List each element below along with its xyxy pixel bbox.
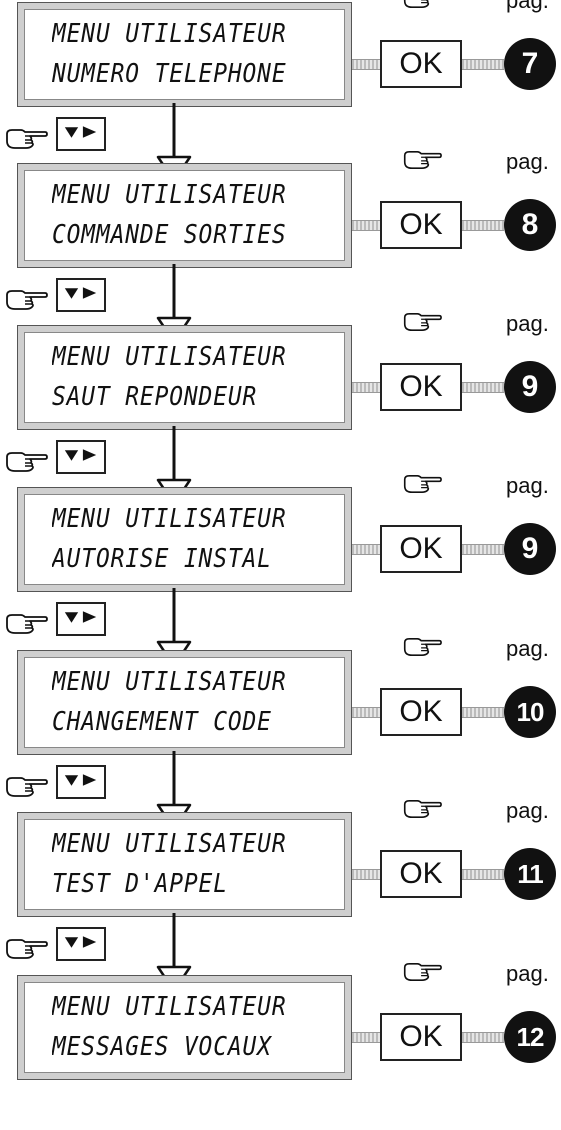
lcd-line-2: TEST D'APPEL	[52, 869, 228, 899]
next-step-instruction	[0, 588, 561, 668]
lcd-line-1: MENU UTILISATEUR	[52, 667, 287, 697]
down-right-arrows-icon	[62, 607, 100, 632]
lcd-line-1: MENU UTILISATEUR	[52, 19, 287, 49]
ok-button[interactable]: OK	[380, 850, 462, 898]
page-label: pag.	[506, 311, 549, 336]
ok-button[interactable]: OK	[380, 40, 462, 88]
lcd-ok-connector	[352, 869, 380, 880]
next-key-button[interactable]	[56, 440, 106, 474]
ok-button[interactable]: OK	[380, 688, 462, 736]
next-key-button[interactable]	[56, 927, 106, 961]
pointing-hand-icon	[4, 612, 48, 636]
next-step-instruction	[0, 103, 561, 183]
menu-step: MENU UTILISATEUR AUTORISE INSTAL OK pag. 9	[0, 473, 561, 668]
ok-page-connector	[462, 707, 504, 718]
pointing-hand-icon	[402, 473, 442, 495]
pointing-hand-icon	[402, 961, 442, 983]
next-key-button[interactable]	[56, 117, 106, 151]
lcd-display: MENU UTILISATEUR COMMANDE SORTIES	[17, 163, 352, 268]
page-number-badge: 9	[504, 361, 556, 413]
lcd-display: MENU UTILISATEUR NUMERO TELEPHONE	[17, 2, 352, 107]
pointing-hand-icon	[402, 311, 442, 333]
pointing-hand-icon	[4, 775, 48, 799]
lcd-ok-connector	[352, 382, 380, 393]
next-key-button[interactable]	[56, 765, 106, 799]
ok-page-connector	[462, 220, 504, 231]
page-number-badge: 10	[504, 686, 556, 738]
pointing-hand-icon	[402, 0, 442, 10]
next-key-button[interactable]	[56, 602, 106, 636]
pointing-hand-icon	[402, 149, 442, 171]
page-number-badge: 7	[504, 38, 556, 90]
next-key-button[interactable]	[56, 278, 106, 312]
menu-step: MENU UTILISATEUR TEST D'APPEL OK pag. 11	[0, 798, 561, 993]
next-step-instruction	[0, 913, 561, 993]
next-step-instruction	[0, 264, 561, 344]
page-number-badge: 9	[504, 523, 556, 575]
lcd-line-1: MENU UTILISATEUR	[52, 342, 287, 372]
menu-step: MENU UTILISATEUR NUMERO TELEPHONE OK pag. 7	[0, 0, 561, 183]
lcd-ok-connector	[352, 707, 380, 718]
lcd-display: MENU UTILISATEUR MESSAGES VOCAUX	[17, 975, 352, 1080]
next-step-instruction	[0, 751, 561, 831]
down-right-arrows-icon	[62, 122, 100, 147]
down-right-arrows-icon	[62, 932, 100, 957]
page-number-badge: 8	[504, 199, 556, 251]
ok-button[interactable]: OK	[380, 363, 462, 411]
page-number-badge: 11	[504, 848, 556, 900]
ok-button[interactable]: OK	[380, 525, 462, 573]
ok-button[interactable]: OK	[380, 1013, 462, 1061]
pointing-hand-icon	[4, 937, 48, 961]
ok-page-connector	[462, 869, 504, 880]
lcd-display: MENU UTILISATEUR SAUT REPONDEUR	[17, 325, 352, 430]
lcd-line-2: SAUT REPONDEUR	[52, 382, 258, 412]
lcd-line-2: CHANGEMENT CODE	[52, 707, 272, 737]
lcd-line-1: MENU UTILISATEUR	[52, 829, 287, 859]
menu-step: MENU UTILISATEUR CHANGEMENT CODE OK pag. 10	[0, 636, 561, 831]
ok-page-connector	[462, 382, 504, 393]
lcd-display: MENU UTILISATEUR CHANGEMENT CODE	[17, 650, 352, 755]
lcd-line-2: MESSAGES VOCAUX	[52, 1032, 272, 1062]
pointing-hand-icon	[4, 127, 48, 151]
lcd-line-1: MENU UTILISATEUR	[52, 180, 287, 210]
ok-page-connector	[462, 1032, 504, 1043]
page-number-badge: 12	[504, 1011, 556, 1063]
lcd-ok-connector	[352, 544, 380, 555]
pointing-hand-icon	[402, 636, 442, 658]
next-step-instruction	[0, 426, 561, 506]
lcd-line-2: AUTORISE INSTAL	[52, 544, 272, 574]
pointing-hand-icon	[4, 288, 48, 312]
lcd-line-2: NUMERO TELEPHONE	[52, 59, 287, 89]
lcd-ok-connector	[352, 220, 380, 231]
lcd-ok-connector	[352, 1032, 380, 1043]
menu-step: MENU UTILISATEUR COMMANDE SORTIES OK pag. 8	[0, 149, 561, 344]
lcd-line-1: MENU UTILISATEUR	[52, 504, 287, 534]
page-label: pag.	[506, 473, 549, 498]
ok-page-connector	[462, 59, 504, 70]
down-right-arrows-icon	[62, 770, 100, 795]
page-label: pag.	[506, 0, 549, 13]
down-right-arrows-icon	[62, 283, 100, 308]
page-label: pag.	[506, 149, 549, 174]
ok-page-connector	[462, 544, 504, 555]
page-label: pag.	[506, 636, 549, 661]
lcd-line-1: MENU UTILISATEUR	[52, 992, 287, 1022]
pointing-hand-icon	[402, 798, 442, 820]
page-label: pag.	[506, 798, 549, 823]
page-label: pag.	[506, 961, 549, 986]
menu-step: MENU UTILISATEUR MESSAGES VOCAUX OK pag. 12	[0, 961, 561, 1115]
down-right-arrows-icon	[62, 445, 100, 470]
lcd-display: MENU UTILISATEUR TEST D'APPEL	[17, 812, 352, 917]
lcd-display: MENU UTILISATEUR AUTORISE INSTAL	[17, 487, 352, 592]
menu-step: MENU UTILISATEUR SAUT REPONDEUR OK pag. 9	[0, 311, 561, 506]
ok-button[interactable]: OK	[380, 201, 462, 249]
lcd-line-2: COMMANDE SORTIES	[52, 220, 287, 250]
pointing-hand-icon	[4, 450, 48, 474]
lcd-ok-connector	[352, 59, 380, 70]
